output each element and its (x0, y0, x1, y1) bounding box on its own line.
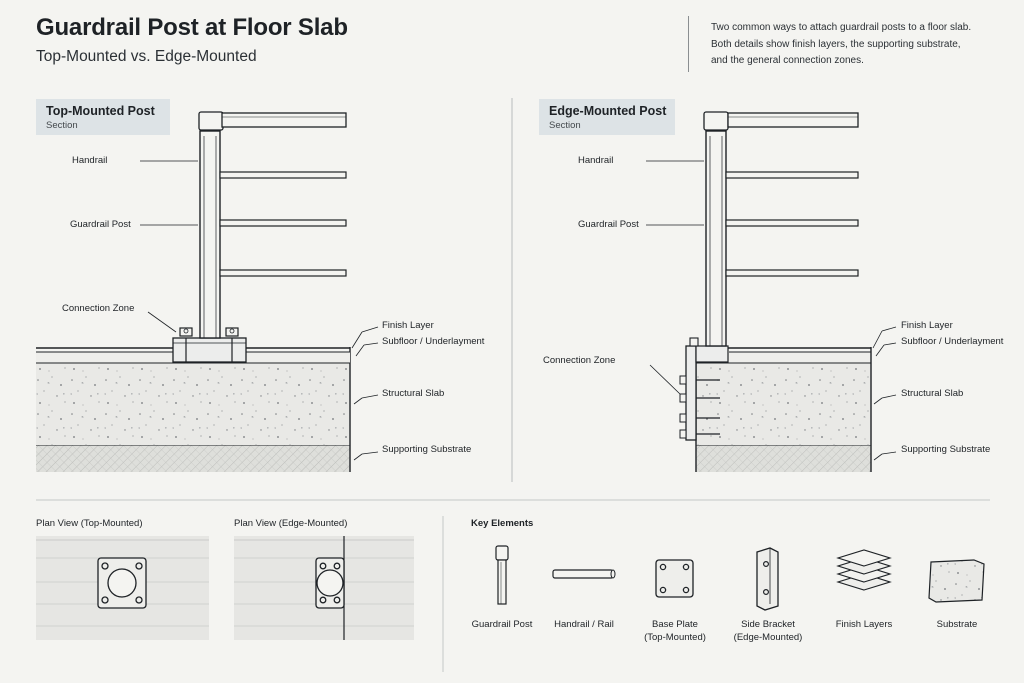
plan-view-top-heading: Plan View (Top-Mounted) (36, 518, 143, 529)
key-label-line: (Edge-Mounted) (733, 632, 803, 643)
key-label-base-plate: Base Plate (Top-Mounted) (620, 618, 730, 644)
label-finish-layer-top: Finish Layer (382, 320, 434, 331)
finish-layers-icon (836, 549, 892, 591)
intro-text: Two common ways to attach guardrail post… (711, 20, 1011, 70)
label-guardrail-post-top: Guardrail Post (70, 219, 131, 230)
intro-line: and the general connection zones. (711, 55, 864, 66)
plan-view-edge-heading: Plan View (Edge-Mounted) (234, 518, 348, 529)
handrail-icon (552, 569, 616, 579)
label-guardrail-post-edge: Guardrail Post (578, 219, 639, 230)
top-mounted-tag: Top-Mounted Post Section (36, 99, 170, 135)
key-label-side-bracket: Side Bracket (Edge-Mounted) (713, 618, 823, 644)
key-label-line: Base Plate (652, 619, 698, 630)
page-title: Guardrail Post at Floor Slab (36, 14, 348, 41)
plan-view-edge (234, 536, 414, 640)
key-label-handrail: Handrail / Rail (529, 618, 639, 631)
plan-view-top (36, 536, 209, 640)
top-mounted-section (36, 111, 379, 472)
intro-line: Both details show finish layers, the sup… (711, 38, 961, 50)
key-label-finish-layers: Finish Layers (809, 618, 919, 631)
base-plate-icon (655, 559, 694, 598)
guardrail-post-icon (495, 545, 509, 605)
label-subfloor-top: Subfloor / Underlayment (382, 336, 485, 347)
top-mounted-subtitle: Section (46, 120, 78, 131)
label-handrail-edge: Handrail (578, 155, 614, 166)
key-label-line: Guardrail Post (471, 619, 533, 630)
key-label-line: Handrail / Rail (554, 619, 614, 630)
label-supporting-substrate-top: Supporting Substrate (382, 444, 472, 455)
edge-mounted-subtitle: Section (549, 120, 581, 131)
key-label-substrate: Substrate (902, 618, 1012, 631)
label-connection-zone-edge: Connection Zone (543, 355, 616, 366)
label-structural-slab-top: Structural Slab (382, 388, 445, 399)
intro-line: Two common ways to attach guardrail post… (711, 22, 972, 33)
label-supporting-substrate-edge: Supporting Substrate (901, 444, 991, 455)
label-structural-slab-edge: Structural Slab (901, 388, 964, 399)
top-mounted-title: Top-Mounted Post (46, 104, 155, 118)
key-label-line: (Top-Mounted) (644, 632, 706, 643)
edge-mounted-tag: Edge-Mounted Post Section (539, 99, 675, 135)
key-label-line: Finish Layers (835, 619, 893, 630)
intro-divider (688, 16, 689, 72)
substrate-icon (928, 559, 985, 603)
label-connection-zone-top: Connection Zone (62, 303, 135, 314)
label-finish-layer-edge: Finish Layer (901, 320, 953, 331)
label-handrail-top: Handrail (72, 155, 108, 166)
key-label-guardrail-post: Guardrail Post (447, 618, 557, 631)
key-label-line: Side Bracket (741, 619, 795, 630)
edge-mounted-title: Edge-Mounted Post (549, 104, 667, 118)
edge-mounted-section (646, 111, 897, 472)
page-subtitle: Top-Mounted vs. Edge-Mounted (36, 48, 257, 65)
key-elements-heading: Key Elements (471, 518, 534, 529)
key-label-line: Substrate (936, 619, 978, 630)
label-subfloor-edge: Subfloor / Underlayment (901, 336, 1004, 347)
side-bracket-icon (756, 547, 779, 611)
